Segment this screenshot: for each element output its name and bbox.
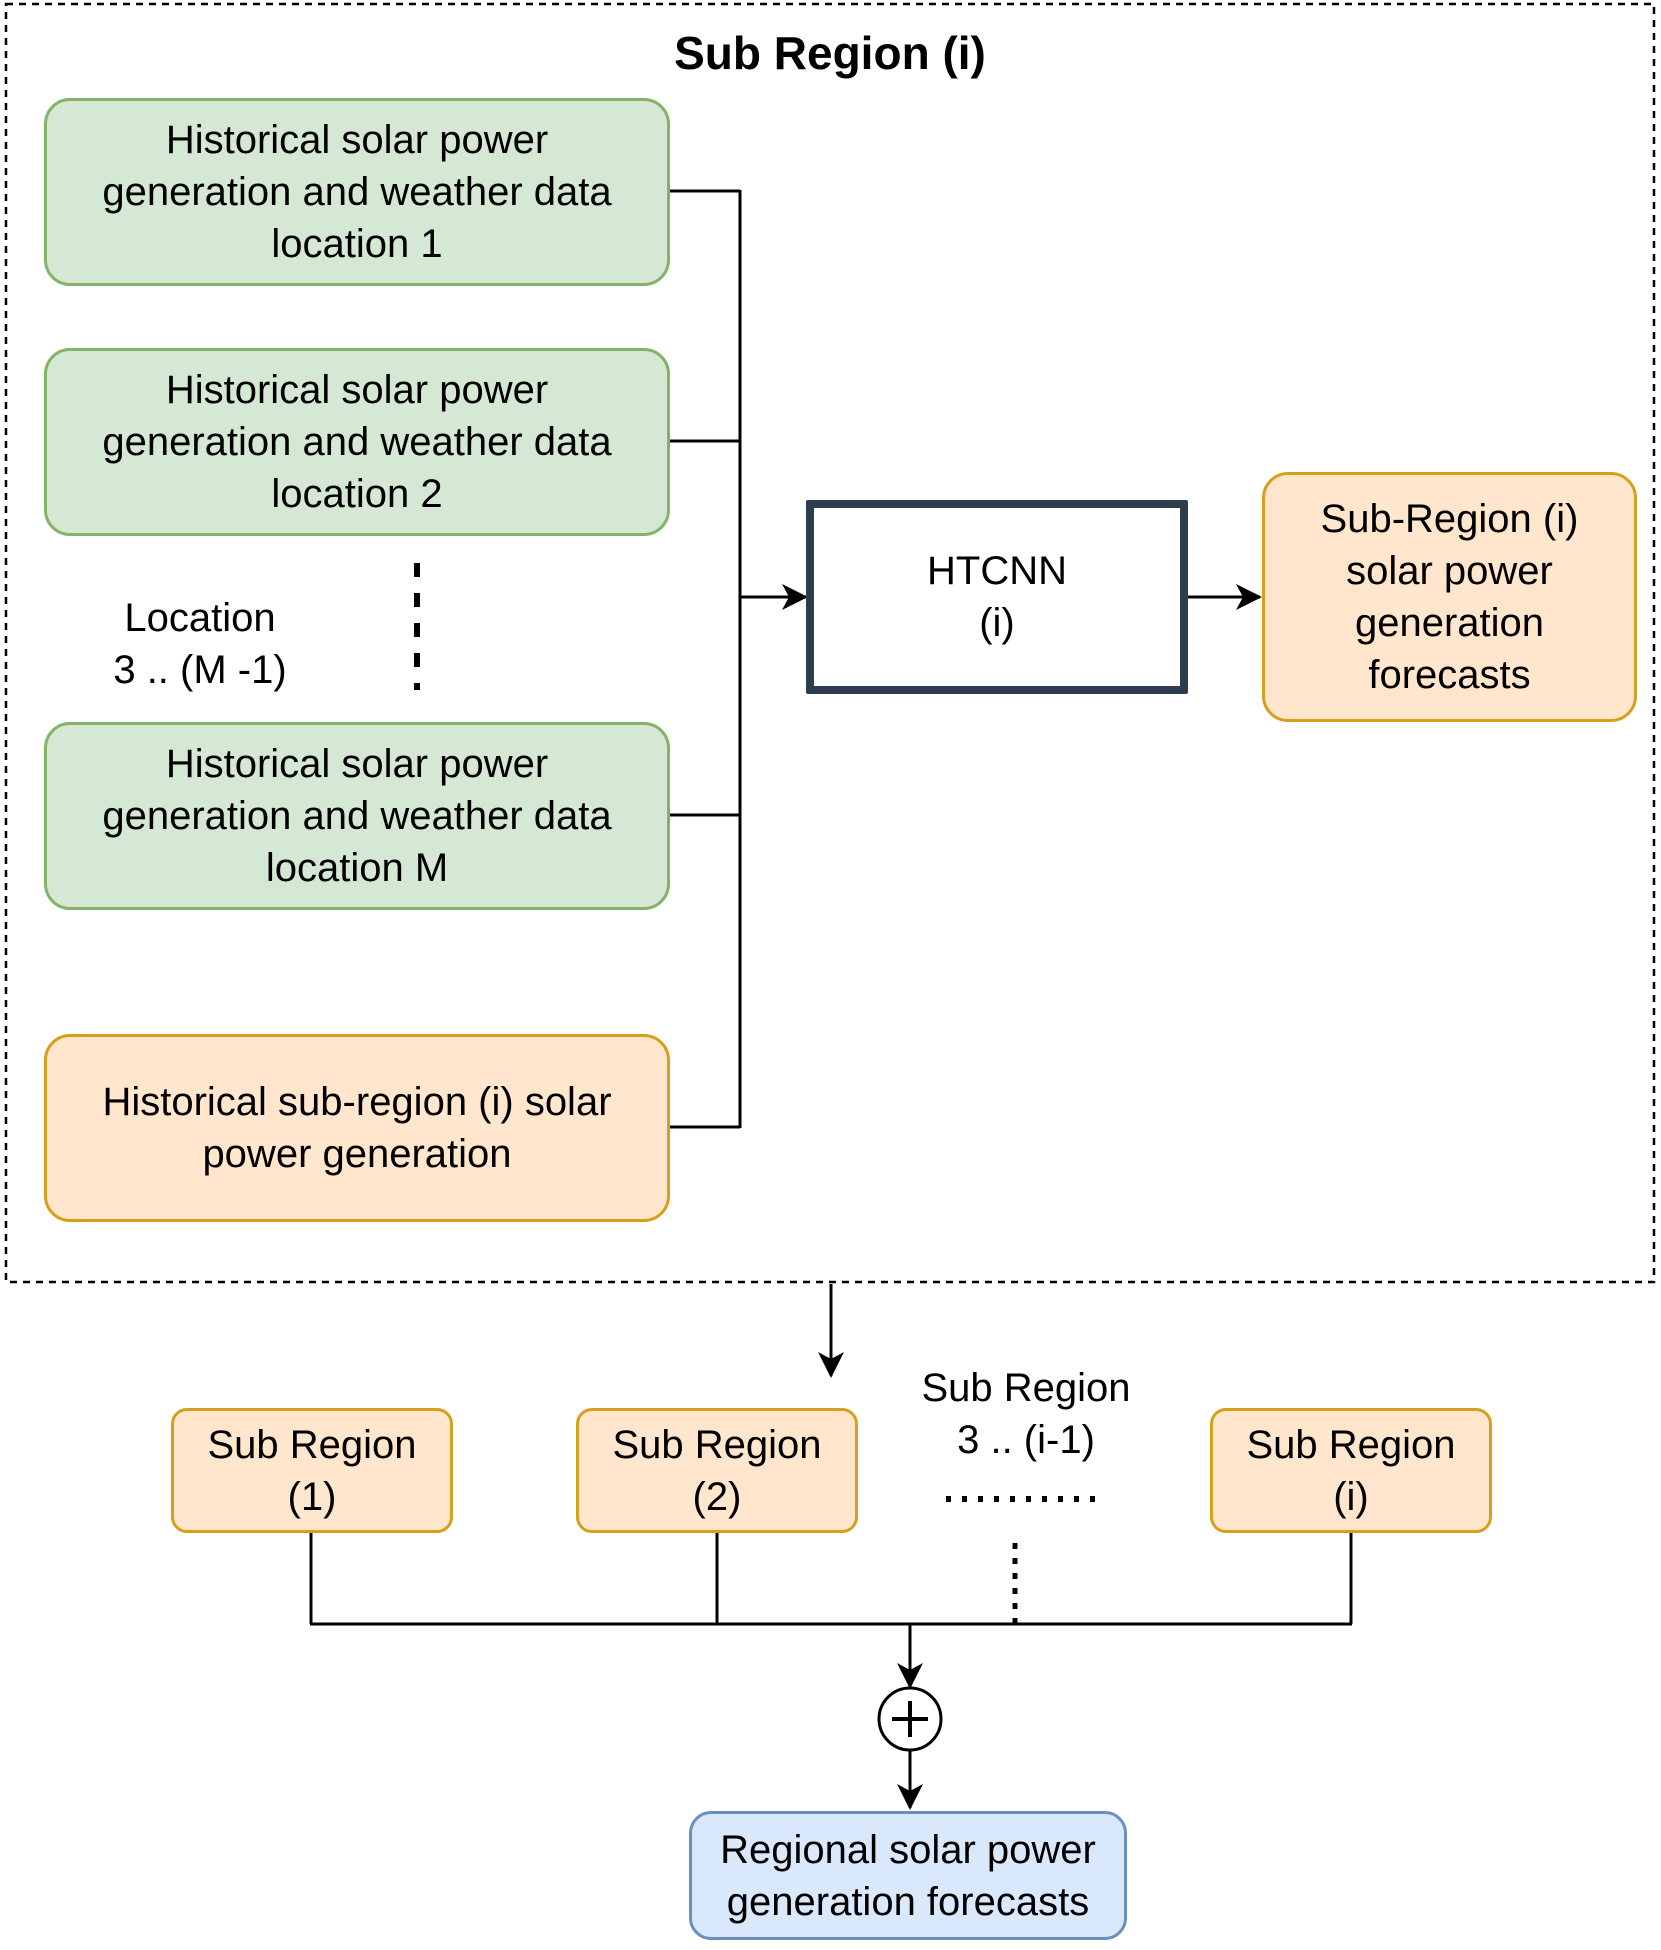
subregion-i-label: Sub Region (i) — [1246, 1422, 1456, 1519]
input-location-2: Historical solar power generation and we… — [44, 348, 670, 536]
subregion-forecast-output: Sub-Region (i) solar power generation fo… — [1262, 472, 1637, 722]
regional-forecast-output: Regional solar power generation forecast… — [689, 1811, 1127, 1940]
input-location-1: Historical solar power generation and we… — [44, 98, 670, 286]
subregion-ellipsis-label: Sub Region 3 .. (i-1) — [921, 1366, 1131, 1462]
subregion-panel-border — [4, 2, 1656, 1284]
input-historical-subregion: Historical sub-region (i) solar power ge… — [44, 1034, 670, 1222]
subregion-2-box: Sub Region (2) — [576, 1408, 858, 1533]
location-ellipsis-label: Location 3 .. (M -1) — [113, 596, 287, 692]
subregion-1-box: Sub Region (1) — [171, 1408, 453, 1533]
subregion-forecast-output-label: Sub-Region (i) solar power generation fo… — [1320, 497, 1579, 697]
input-location-1-label: Historical solar power generation and we… — [102, 118, 612, 266]
regional-forecast-output-label: Regional solar power generation forecast… — [720, 1827, 1096, 1924]
subregion-i-box: Sub Region (i) — [1210, 1408, 1492, 1533]
subregion-panel-title: Sub Region (i) — [674, 27, 986, 79]
subregion-2-label: Sub Region (2) — [612, 1422, 822, 1519]
htcnn-model: HTCNN (i) — [806, 500, 1188, 694]
input-location-m: Historical solar power generation and we… — [44, 722, 670, 910]
input-location-2-label: Historical solar power generation and we… — [102, 368, 612, 516]
input-location-m-label: Historical solar power generation and we… — [102, 742, 612, 890]
htcnn-model-label: HTCNN (i) — [927, 549, 1067, 645]
subregion-1-label: Sub Region (1) — [207, 1422, 417, 1519]
input-historical-subregion-label: Historical sub-region (i) solar power ge… — [102, 1080, 612, 1176]
